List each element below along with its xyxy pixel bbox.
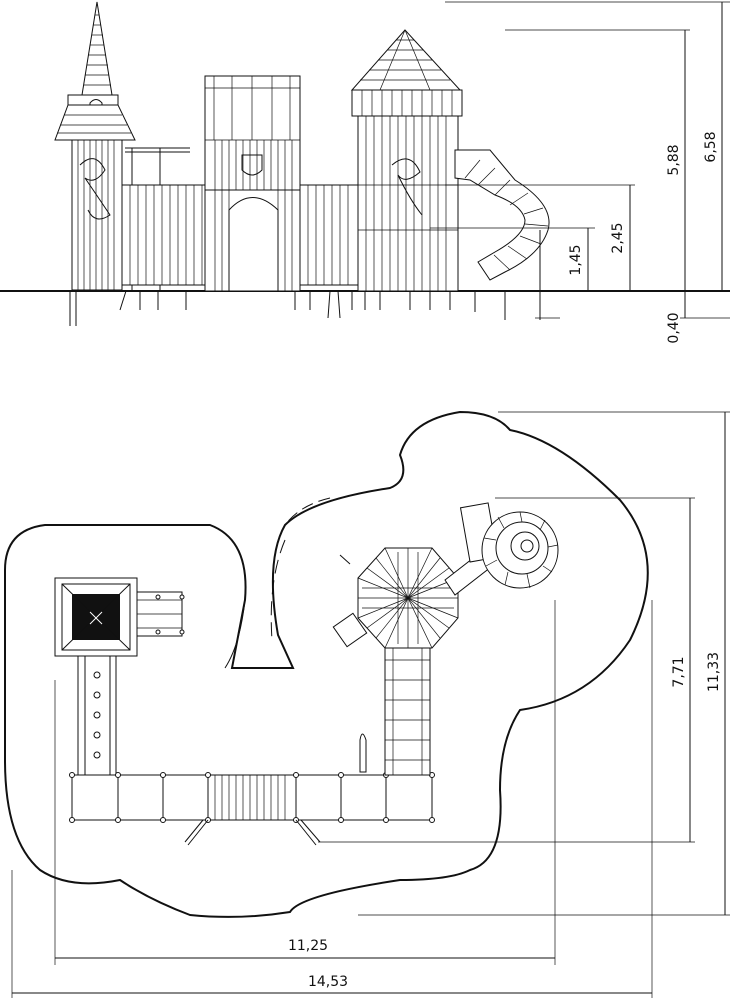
safety-zone-outline — [4, 410, 649, 918]
plan-right-walkway — [359, 639, 431, 776]
dim-width-outer: 14,53 — [308, 974, 348, 990]
left-bridge-section — [119, 147, 208, 311]
elevation-dimension-lines — [430, 1, 730, 319]
right-bridge-section — [294, 184, 361, 319]
plan-view: 11,33 7,71 11,25 14,53 — [4, 410, 730, 998]
dim-depth-inner: 7,71 — [671, 656, 687, 687]
dim-tower-height: 5,88 — [666, 144, 682, 175]
plan-dimension-lines — [11, 411, 730, 998]
left-spire-tower — [54, 1, 136, 326]
dim-total-height: 6,58 — [703, 131, 719, 162]
plan-bottom-bridge — [69, 772, 435, 846]
right-conical-tower — [350, 29, 463, 310]
dim-platform-low: 1,45 — [568, 244, 584, 275]
elevation-view: 6,58 5,88 2,45 1,45 0,40 — [0, 1, 730, 344]
central-gate-tower — [204, 75, 301, 292]
plan-left-tower — [54, 577, 185, 657]
plan-octagon-tower — [332, 547, 459, 649]
dim-foundation-depth: 0,40 — [666, 312, 682, 343]
plan-left-walkway — [77, 655, 117, 777]
dim-depth-outer: 11,33 — [706, 652, 722, 692]
plan-tube-slide — [444, 502, 559, 596]
tube-slide — [454, 149, 550, 320]
dim-width-inner: 11,25 — [288, 938, 328, 954]
dim-platform-high: 2,45 — [610, 222, 626, 253]
